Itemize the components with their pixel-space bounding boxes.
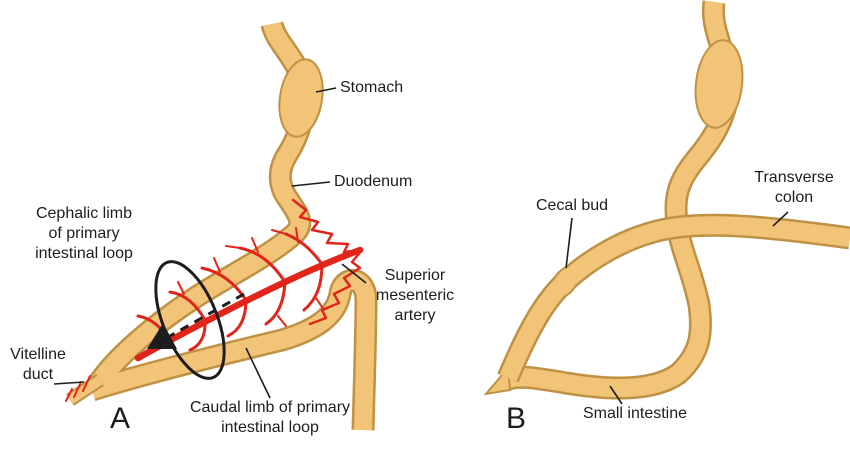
caudal-limb-leader bbox=[245, 347, 271, 399]
caudal-limb-label: Caudal limb of primary intestinal loop bbox=[189, 399, 351, 436]
vitelline-duct bbox=[65, 374, 104, 406]
gut-tube-a bbox=[88, 20, 378, 431]
small-intestine-label: Small intestine bbox=[582, 405, 688, 422]
panel-b-letter: B bbox=[506, 402, 527, 435]
sma-leader bbox=[341, 263, 367, 284]
transverse-colon-label: Transverse colon bbox=[754, 169, 834, 206]
vitelline-leader bbox=[53, 381, 85, 385]
gut-tube-b bbox=[483, 0, 850, 400]
small-intestine-leader bbox=[609, 385, 623, 405]
duodenum-leader bbox=[291, 181, 331, 187]
rotation-arrow bbox=[147, 260, 245, 380]
cephalic-limb-label: Cephalic limb of primary intestinal loop bbox=[35, 205, 133, 262]
vitelline-duct-label: Vitelline duct bbox=[10, 346, 66, 383]
stomach-label: Stomach bbox=[340, 79, 404, 96]
rotation-arrowhead-icon bbox=[147, 323, 177, 349]
superior-mesenteric-artery-label: Superior mesenteric artery bbox=[375, 267, 455, 324]
leader-lines bbox=[53, 87, 789, 405]
stomach-a bbox=[278, 58, 324, 138]
duodenum-label: Duodenum bbox=[334, 173, 413, 190]
stomach-b bbox=[694, 39, 744, 129]
panel-a-letter: A bbox=[110, 402, 131, 435]
cecal-bud-leader bbox=[565, 217, 573, 269]
stomach-leader bbox=[315, 87, 337, 93]
cecal-bud-label: Cecal bud bbox=[535, 197, 609, 214]
transverse-colon-leader bbox=[772, 211, 789, 227]
